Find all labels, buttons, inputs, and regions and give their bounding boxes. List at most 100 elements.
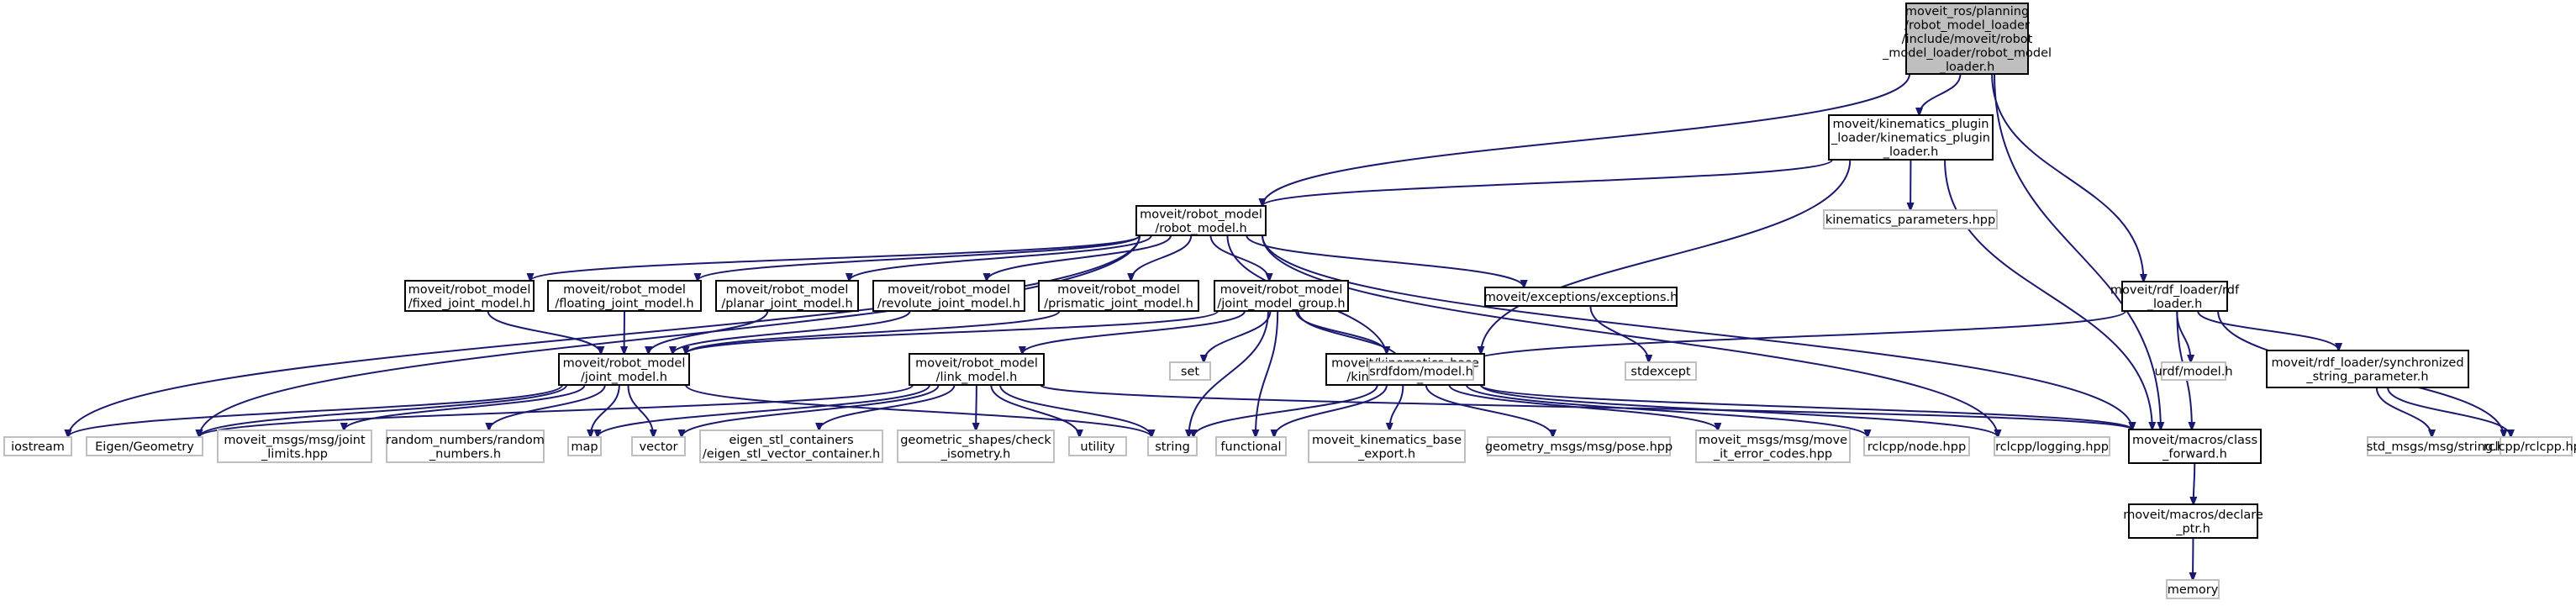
edge-robot_model-to-eigen_geo xyxy=(199,234,1140,437)
node-label-line: rclcpp/rclcpp.hpp xyxy=(2484,440,2576,454)
node-label-line: moveit/rdf_loader/rdf xyxy=(2110,283,2240,297)
edge-link_model-to-string xyxy=(998,384,1151,437)
node-label-line: moveit_ros/planning xyxy=(1905,5,2029,18)
edge-root-to-class_fwd xyxy=(1994,73,2161,429)
node-pose: geometry_msgs/msg/pose.hpp xyxy=(1485,436,1673,456)
node-box xyxy=(715,280,859,312)
node-label-line: moveit_msgs/msg/joint xyxy=(224,434,366,447)
node-box xyxy=(1147,436,1198,456)
node-box xyxy=(1695,429,1851,463)
node-sync-param[interactable]: moveit/rdf_loader/synchronized_string_pa… xyxy=(2266,350,2469,388)
node-urdf: urdf/model.h xyxy=(2154,361,2233,381)
node-move-it-err: moveit_msgs/msg/move_it_error_codes.hpp xyxy=(1695,429,1851,463)
edge-kin_base-to-string xyxy=(1193,384,1378,437)
node-box xyxy=(1484,287,1678,307)
edge-kpl-to-kin_base xyxy=(1481,159,1852,354)
node-box xyxy=(1994,436,2110,456)
edge-robot_model-to-rclcpp_logging xyxy=(1262,234,1998,437)
node-exceptions[interactable]: moveit/exceptions/exceptions.h xyxy=(1484,287,1678,307)
node-label-line: _numbers.h xyxy=(429,447,501,461)
edge-kin_base-to-pose xyxy=(1425,384,1553,437)
node-label-line: rclcpp/logging.hpp xyxy=(1995,440,2109,454)
node-srdf: srdfdom/model.h xyxy=(1368,361,1474,381)
node-geom-shapes: geometric_shapes/check_isometry.h xyxy=(897,429,1055,463)
node-label-line: utility xyxy=(1080,440,1115,454)
node-label-line: urdf/model.h xyxy=(2154,366,2232,379)
edge-jmg-to-string xyxy=(1188,310,1269,437)
node-floating-jm[interactable]: moveit/robot_model/floating_joint_model.… xyxy=(547,280,702,312)
edge-joint_model-to-random_numbers xyxy=(489,384,606,430)
node-joint-limits: moveit_msgs/msg/joint_limits.hpp xyxy=(217,429,372,463)
node-rdf[interactable]: moveit/rdf_loader/rdf_loader.h xyxy=(2110,281,2240,312)
node-root[interactable]: moveit_ros/planning/robot_model_loader/i… xyxy=(1882,3,2052,75)
node-jmg[interactable]: moveit/robot_model/joint_model_group.h xyxy=(1214,280,1349,312)
node-robot-model[interactable]: moveit/robot_model/robot_model.h xyxy=(1135,205,1267,236)
node-box xyxy=(3,436,72,456)
node-box xyxy=(2161,361,2226,381)
edge-robot_model-to-revolute_jm xyxy=(987,234,1172,281)
node-label-line: moveit/robot_model xyxy=(1140,208,1262,221)
node-label-line: _model_loader/robot_model xyxy=(1882,47,2052,61)
node-label-line: /link_model.h xyxy=(936,371,1018,384)
edge-kin_base-to-rclcpp_node xyxy=(1466,384,1867,437)
node-label-line: moveit/robot_model xyxy=(1220,283,1343,297)
node-string: string xyxy=(1147,436,1198,456)
node-box xyxy=(1863,436,1970,456)
edge-rdf-to-urdf xyxy=(2176,310,2190,362)
node-label-line: stdexcept xyxy=(1630,366,1691,379)
node-prismatic-jm[interactable]: moveit/robot_model/prismatic_joint_model… xyxy=(1038,280,1199,312)
node-label-line: Eigen/Geometry xyxy=(95,440,194,454)
node-rclcpp-logging: rclcpp/logging.hpp xyxy=(1994,436,2110,456)
node-label-line: /robot_model_loader xyxy=(1904,19,2030,33)
node-rclcpp-node: rclcpp/node.hpp xyxy=(1863,436,1970,456)
edge-robot_model-to-prismatic_jm xyxy=(1131,234,1193,281)
node-box xyxy=(386,429,545,463)
node-declare-ptr[interactable]: moveit/macros/declare_ptr.h xyxy=(2123,503,2263,539)
node-box xyxy=(1368,361,1474,381)
node-label-line: kinematics_parameters.hpp xyxy=(1825,213,1995,227)
node-class-fwd[interactable]: moveit/macros/class_forward.h xyxy=(2128,429,2262,464)
node-joint-model[interactable]: moveit/robot_model/joint_model.h xyxy=(558,353,690,386)
node-box xyxy=(1308,429,1466,463)
edge-link_model-to-eigen_geo xyxy=(199,384,914,437)
node-box xyxy=(1823,209,1998,229)
node-revolute-jm[interactable]: moveit/robot_model/revolute_joint_model.… xyxy=(872,280,1025,312)
node-box xyxy=(86,436,203,456)
node-label-line: moveit/robot_model xyxy=(408,283,531,297)
node-kin-params: kinematics_parameters.hpp xyxy=(1823,209,1998,229)
node-label-line: geometry_msgs/msg/pose.hpp xyxy=(1485,440,1673,454)
node-label-line: moveit/robot_model xyxy=(563,356,686,370)
node-utility: utility xyxy=(1068,436,1127,456)
node-label-line: _loader.h xyxy=(2147,298,2203,311)
node-box xyxy=(1625,361,1697,381)
node-functional: functional xyxy=(1215,436,1287,456)
node-iostream: iostream xyxy=(3,436,72,456)
node-fixed-jm[interactable]: moveit/robot_model/fixed_joint_model.h xyxy=(404,280,535,312)
node-map: map xyxy=(567,436,602,456)
node-label-line: moveit/rdf_loader/synchronized xyxy=(2271,356,2463,370)
node-set: set xyxy=(1169,361,1211,381)
node-box xyxy=(404,280,535,312)
node-box xyxy=(1169,361,1211,381)
node-planar-jm[interactable]: moveit/robot_model/planar_joint_model.h xyxy=(715,280,859,312)
edge-prismatic_jm-to-joint_model xyxy=(686,310,1061,354)
edge-link_model-to-eigen_stl xyxy=(819,384,956,430)
node-box xyxy=(2128,503,2258,539)
node-label-line: moveit/robot_model xyxy=(888,283,1010,297)
node-label-line: /revolute_joint_model.h xyxy=(877,297,1020,310)
node-link-model[interactable]: moveit/robot_model/link_model.h xyxy=(909,353,1045,386)
node-box xyxy=(1038,280,1199,312)
node-label-line: moveit/exceptions/exceptions.h xyxy=(1484,291,1678,304)
node-label-line: /joint_model.h xyxy=(581,371,667,384)
node-stdexcept: stdexcept xyxy=(1625,361,1697,381)
node-label-line: /prismatic_joint_model.h xyxy=(1044,297,1193,310)
node-box xyxy=(2266,350,2469,388)
edge-sync_param-to-rclcpp xyxy=(2387,387,2510,437)
node-box xyxy=(897,429,1055,463)
edge-sync_param-to-std_string xyxy=(2375,387,2432,437)
edge-joint_model-to-joint_limits xyxy=(344,384,586,430)
node-kpl[interactable]: moveit/kinematics_plugin_loader/kinemati… xyxy=(1828,114,1994,161)
node-box xyxy=(2121,281,2228,312)
edge-joint_model-to-eigen_geo xyxy=(199,384,568,437)
